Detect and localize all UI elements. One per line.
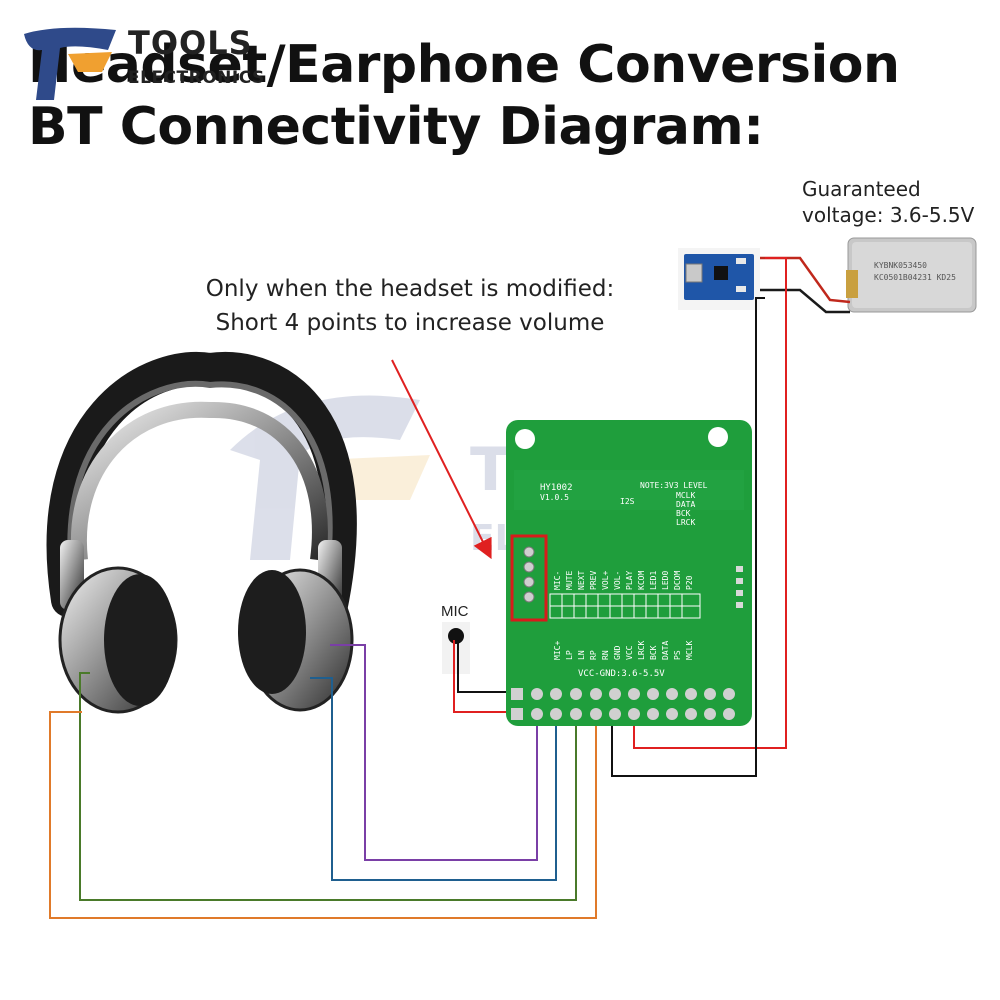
- top-pin-3: NEXT: [577, 571, 586, 590]
- bottom-pin-7: VCC: [625, 645, 634, 660]
- bottom-pin-8: LRCK: [637, 641, 646, 660]
- voltage-line-2: voltage: 3.6-5.5V: [802, 203, 975, 227]
- headphone-wires: [49, 644, 597, 919]
- wire-orange: [49, 711, 597, 919]
- bottom-pin-1: MIC+: [553, 641, 562, 660]
- wire-blue: [310, 677, 557, 881]
- power-wire-red: [633, 257, 787, 749]
- board-i2s-label: I2S: [620, 497, 635, 506]
- battery-label-line-2: KC0501B04231 KD25: [874, 273, 956, 282]
- short-points-highlight: [510, 534, 548, 622]
- board-version: V1.0.5: [540, 493, 569, 502]
- callout-arrow: [391, 359, 492, 560]
- logo-word-electronics: ELECTRONICS: [128, 68, 265, 88]
- short-points-callout: Only when the headset is modified: Short…: [190, 272, 630, 340]
- bottom-pin-2: LP: [565, 650, 574, 660]
- header-pins-row-2: [511, 708, 735, 720]
- logo-word-tools: TOOLS: [128, 24, 253, 62]
- i2s-pin-1: MCLK: [676, 491, 695, 500]
- mic-wire-red: [453, 640, 516, 713]
- board-note: NOTE:3V3 LEVEL: [640, 481, 708, 490]
- header-pins-row-1: [511, 688, 735, 700]
- solder-pad-grid: [549, 593, 701, 619]
- mic-label: MIC: [441, 603, 469, 620]
- top-pin-1: MIC-: [553, 571, 562, 590]
- top-pin-6: VOL-: [613, 571, 622, 590]
- bottom-pin-11: PS: [673, 650, 682, 660]
- board-model: HY1002: [540, 483, 573, 493]
- top-pin-12: P20: [685, 575, 694, 590]
- top-pin-11: DCOM: [673, 571, 682, 590]
- top-pin-5: VOL+: [601, 571, 610, 590]
- battery-label-line-1: KYBNK053450: [874, 261, 927, 270]
- bottom-pin-4: RP: [589, 650, 598, 660]
- top-pin-8: KCOM: [637, 571, 646, 590]
- bottom-pin-6: GND: [613, 645, 622, 660]
- power-wire-black: [611, 297, 765, 777]
- title-line-2: BT Connectivity Diagram:: [28, 97, 764, 157]
- top-pin-4: PREV: [589, 571, 598, 590]
- i2s-pin-3: BCK: [676, 509, 691, 518]
- wire-green: [79, 672, 577, 901]
- logo-mark-icon: [24, 27, 116, 100]
- bt-module-board: HY1002 V1.0.5 NOTE:3V3 LEVEL I2S MCLK DA…: [506, 420, 752, 726]
- top-pin-7: PLAY: [625, 571, 634, 590]
- microphone-icon: [442, 622, 470, 674]
- top-pin-10: LED0: [661, 571, 670, 590]
- bottom-pin-9: BCK: [649, 645, 658, 660]
- bottom-pin-12: MCLK: [685, 641, 694, 660]
- lipo-battery: KYBNK053450 KC0501B04231 KD25: [846, 237, 977, 313]
- title-line-1: Headset/Earphone Conversion: [28, 35, 900, 95]
- i2s-pin-4: LRCK: [676, 518, 695, 527]
- wire-purple: [330, 644, 538, 861]
- battery-black-lead: [760, 288, 850, 314]
- charge-module: [678, 248, 760, 310]
- headphones-icon: [46, 352, 357, 714]
- top-pin-9: LED1: [649, 571, 658, 590]
- power-note: VCC-GND:3.6-5.5V: [578, 669, 665, 679]
- brand-logo: TOOLS ELECTRONICS: [16, 20, 264, 104]
- voltage-caption: Guaranteed voltage: 3.6-5.5V: [802, 176, 974, 228]
- top-pin-2: MUTE: [565, 571, 574, 590]
- mic-wire-black: [457, 640, 516, 693]
- page-title: Headset/Earphone Conversion BT Connectiv…: [28, 34, 900, 158]
- short-point-pads: [523, 546, 535, 603]
- bottom-pin-10: DATA: [661, 641, 670, 660]
- voltage-line-1: Guaranteed: [802, 177, 921, 201]
- callout-line-2: Short 4 points to increase volume: [215, 310, 605, 336]
- callout-line-1: Only when the headset is modified:: [205, 276, 615, 302]
- bottom-pin-5: RN: [601, 650, 610, 660]
- bottom-pin-3: LN: [577, 650, 586, 660]
- i2s-pin-2: DATA: [676, 500, 695, 509]
